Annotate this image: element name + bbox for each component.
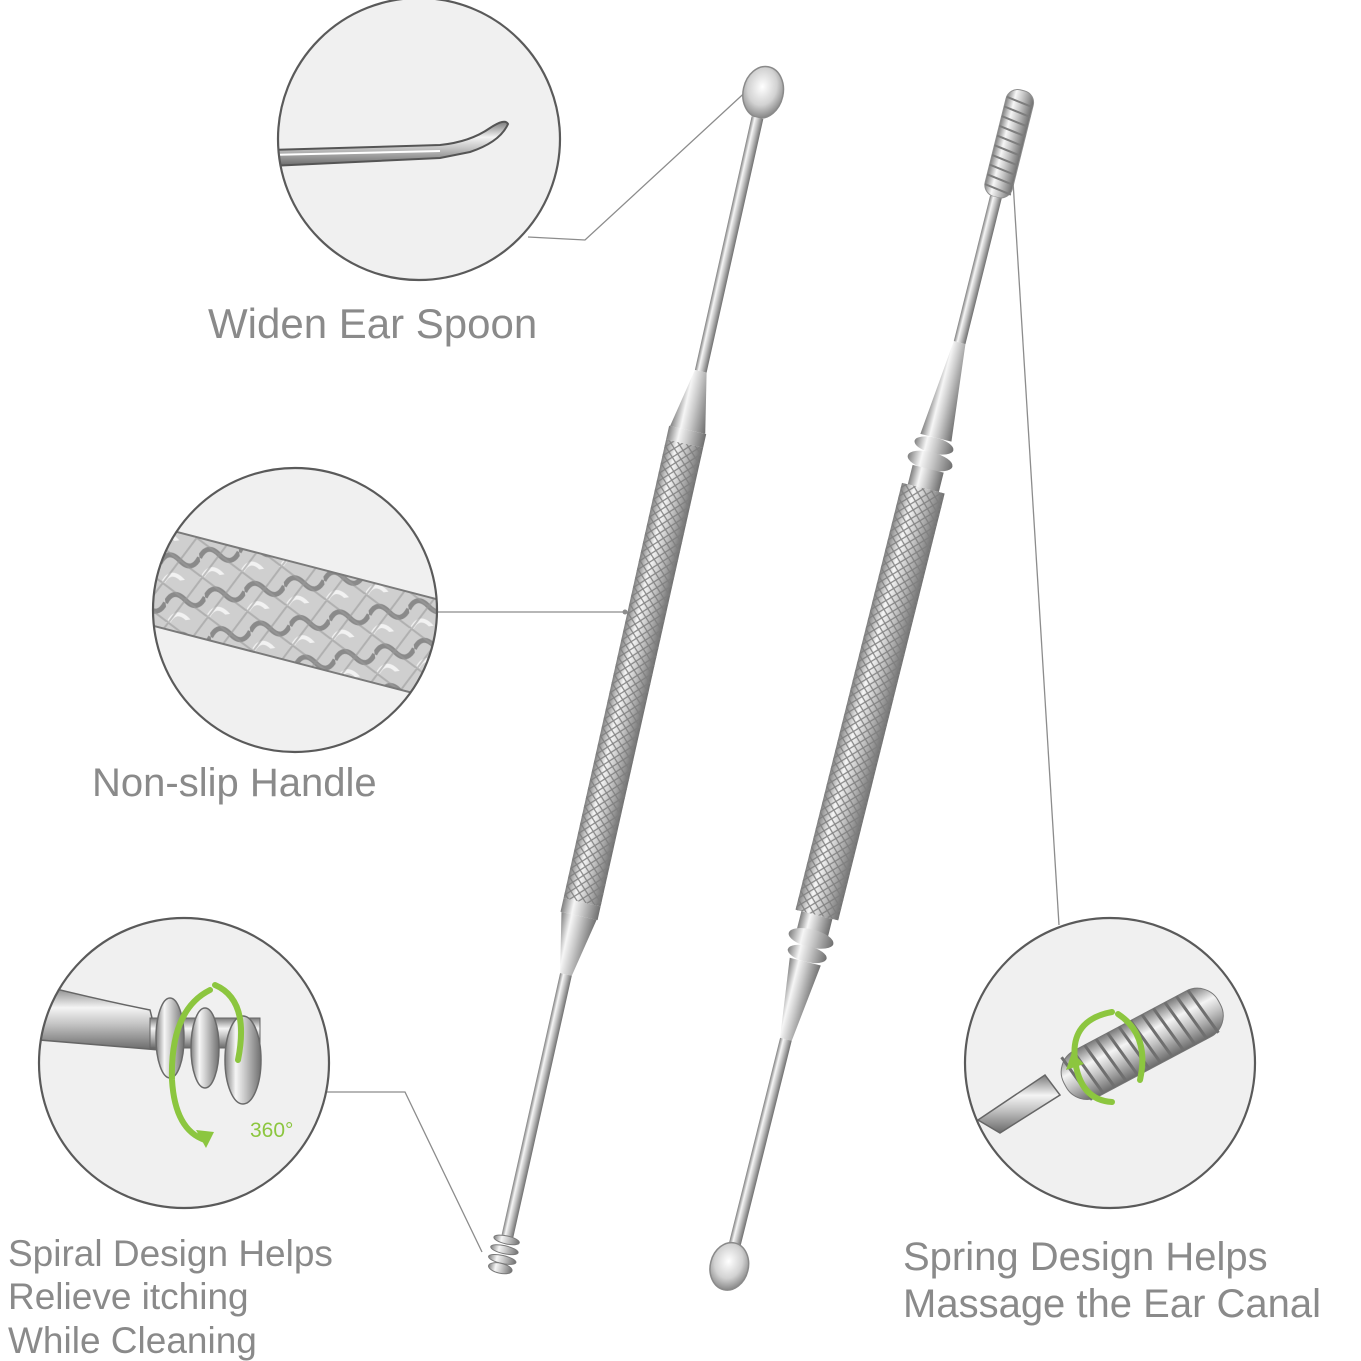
- caption-line: Non-slip Handle: [92, 761, 377, 805]
- rotation-degree-label: 360°: [250, 1119, 293, 1142]
- leader-line-spiral: [327, 1091, 483, 1253]
- caption-spiral-design: Spiral Design Helps Relieve itching Whil…: [8, 1232, 333, 1361]
- caption-non-slip-handle: Non-slip Handle: [92, 760, 377, 806]
- detail-circle-spring: [963, 916, 1257, 1210]
- leader-lines: [327, 85, 1060, 1253]
- ear-pick-tool-left: [488, 65, 785, 1275]
- caption-line: Relieve itching: [8, 1276, 249, 1318]
- leader-line-spring: [1009, 132, 1060, 926]
- caption-widen-ear-spoon: Widen Ear Spoon: [208, 300, 537, 348]
- caption-line: While Cleaning: [8, 1319, 257, 1361]
- caption-line: Spring Design Helps: [903, 1235, 1268, 1279]
- detail-circle-handle: [151, 466, 439, 754]
- caption-line: Massage the Ear Canal: [903, 1282, 1322, 1327]
- caption-line: Widen Ear Spoon: [208, 300, 538, 347]
- detail-circle-spiral: 360°: [37, 916, 331, 1210]
- caption-spring-design: Spring Design Helps Massage the Ear Cana…: [903, 1234, 1321, 1328]
- caption-line: Spiral Design Helps: [8, 1233, 333, 1274]
- detail-circle-spoon: [276, 0, 562, 282]
- ear-pick-tool-right: [709, 89, 1035, 1291]
- leader-line-spoon: [527, 85, 753, 241]
